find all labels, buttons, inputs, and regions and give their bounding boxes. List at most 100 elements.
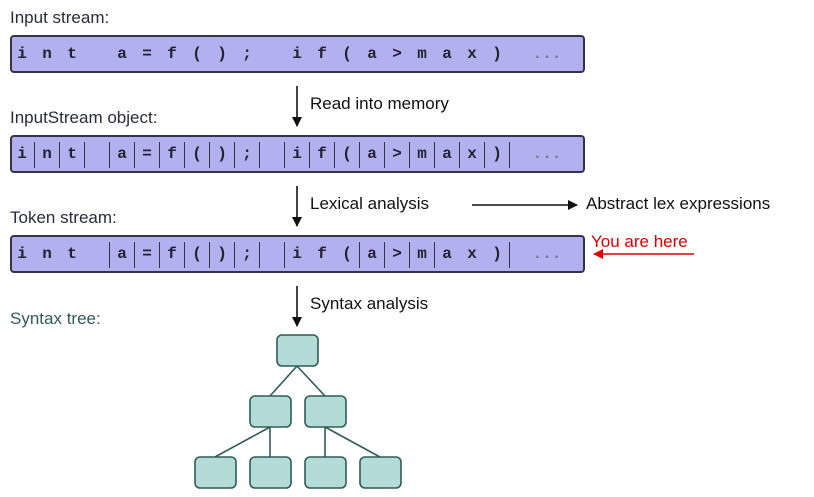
token-separator xyxy=(184,142,185,168)
stream-char: i xyxy=(17,245,27,263)
stream-char: ) xyxy=(217,45,227,63)
token-separator xyxy=(234,142,235,168)
stream-char: f xyxy=(317,145,327,163)
token-separator xyxy=(259,142,260,168)
token-separator xyxy=(109,142,110,168)
token-separator xyxy=(109,242,110,268)
stream-char: a xyxy=(442,245,452,263)
token-separator xyxy=(134,142,135,168)
token-separator xyxy=(84,142,85,168)
tree-node xyxy=(304,395,347,428)
stream-char: > xyxy=(392,145,402,163)
stream-char: t xyxy=(67,245,77,263)
stream-char: ( xyxy=(342,245,352,263)
stream-char: f xyxy=(317,245,327,263)
tree-node xyxy=(359,456,402,489)
stream-char: ; xyxy=(242,245,252,263)
token-separator xyxy=(234,242,235,268)
stream-char: a xyxy=(117,45,127,63)
token-separator xyxy=(184,242,185,268)
stream-char: a xyxy=(367,245,377,263)
stream-char: ) xyxy=(217,145,227,163)
token-separator xyxy=(409,242,410,268)
syntax-tree xyxy=(194,334,402,489)
token-separator xyxy=(359,142,360,168)
token-separator xyxy=(209,242,210,268)
stream-char: ) xyxy=(492,145,502,163)
stream-char: ) xyxy=(492,45,502,63)
read-into-memory-label: Read into memory xyxy=(310,94,449,113)
stream-char: ) xyxy=(217,245,227,263)
stream-char: ( xyxy=(192,145,202,163)
stream-char: f xyxy=(167,245,177,263)
stream-char: i xyxy=(292,45,302,63)
stream-char: ( xyxy=(342,45,352,63)
token-separator xyxy=(509,242,510,268)
stream-char: ( xyxy=(192,245,202,263)
inputstream-object-label: InputStream object: xyxy=(10,108,158,127)
stream-char: n xyxy=(42,145,52,163)
token-separator xyxy=(509,142,510,168)
stream-char: a xyxy=(367,45,377,63)
token-separator xyxy=(259,242,260,268)
stream-char: = xyxy=(142,145,152,163)
token-separator xyxy=(159,242,160,268)
token-separator xyxy=(459,142,460,168)
stream-char: ; xyxy=(242,45,252,63)
stream-char: m xyxy=(417,45,427,63)
tree-node xyxy=(194,456,237,489)
stream-char: i xyxy=(292,245,302,263)
stream-char: m xyxy=(417,145,427,163)
stream-char: = xyxy=(142,245,152,263)
token-separator xyxy=(134,242,135,268)
stream-char: i xyxy=(17,45,27,63)
stream-char: a xyxy=(442,45,452,63)
stream-char: n xyxy=(42,45,52,63)
token-separator xyxy=(159,142,160,168)
stream-char: a xyxy=(117,245,127,263)
token-separator xyxy=(384,242,385,268)
token-separator xyxy=(59,142,60,168)
stream-char: t xyxy=(67,45,77,63)
stream-char: > xyxy=(392,245,402,263)
tree-node xyxy=(249,395,292,428)
token-separator xyxy=(284,242,285,268)
token-separator xyxy=(434,242,435,268)
stream-char: x xyxy=(467,145,477,163)
stream-char: i xyxy=(292,145,302,163)
stream-char: a xyxy=(117,145,127,163)
syntax-tree-label: Syntax tree: xyxy=(10,309,101,328)
stream-char: ( xyxy=(342,145,352,163)
stream-char: ) xyxy=(492,245,502,263)
token-separator xyxy=(209,142,210,168)
stream-char: t xyxy=(67,145,77,163)
stream-char: > xyxy=(392,45,402,63)
token-separator xyxy=(334,142,335,168)
stream-char: a xyxy=(442,145,452,163)
token-separator xyxy=(34,142,35,168)
stream-char: = xyxy=(142,45,152,63)
stream-char: a xyxy=(367,145,377,163)
token-stream-label: Token stream: xyxy=(10,208,117,227)
stream-char: ... xyxy=(532,45,562,63)
token-separator xyxy=(409,142,410,168)
tree-node-root xyxy=(276,334,319,367)
token-separator xyxy=(359,242,360,268)
token-separator xyxy=(309,142,310,168)
token-separator xyxy=(484,142,485,168)
stream-char: n xyxy=(42,245,52,263)
tree-node xyxy=(249,456,292,489)
stream-char: x xyxy=(467,45,477,63)
token-separator xyxy=(384,142,385,168)
input-stream-label: Input stream: xyxy=(10,8,110,27)
stream-char: x xyxy=(467,245,477,263)
tree-node xyxy=(304,456,347,489)
stream-char: m xyxy=(417,245,427,263)
stream-char: ... xyxy=(532,245,562,263)
stream-char: f xyxy=(317,45,327,63)
token-separator xyxy=(284,142,285,168)
